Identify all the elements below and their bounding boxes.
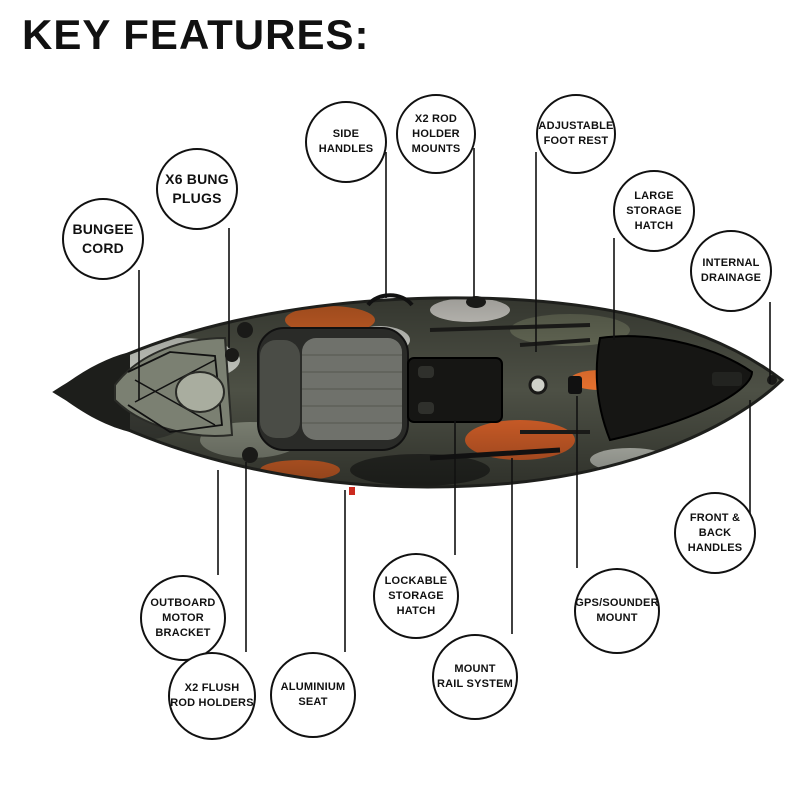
gps-sounder-mount	[568, 376, 582, 394]
page-title: KEY FEATURES:	[22, 11, 370, 58]
large-storage-hatch	[595, 335, 754, 442]
callout-label: INTERNAL DRAINAGE	[700, 257, 762, 284]
callout-label: ADJUSTABLE FOOT REST	[538, 120, 614, 147]
callout-label: GPS/SOUNDER MOUNT	[575, 597, 659, 624]
callout-front-back-handles: FRONT & BACK HANDLES	[674, 492, 756, 574]
lockable-storage-hatch	[407, 357, 503, 423]
callout-adjustable-foot-rest: ADJUSTABLE FOOT REST	[536, 94, 616, 174]
callout-label: FRONT & BACK HANDLES	[687, 511, 743, 554]
adjustable-foot-rest	[429, 323, 591, 434]
leader-lines	[138, 148, 771, 652]
callout-label: LOCKABLE STORAGE HATCH	[384, 574, 448, 617]
callout-side-handles: SIDE HANDLES	[305, 101, 387, 183]
callout-mount-rail-system: MOUNT RAIL SYSTEM	[432, 634, 518, 720]
rod-holder-mount	[466, 296, 486, 308]
outboard-motor-bracket	[349, 487, 355, 495]
callout-label: X6 BUNG PLUGS	[165, 171, 229, 206]
callout-label: ALUMINIUM SEAT	[280, 681, 346, 708]
callout-bungee-cord: BUNGEE CORD	[62, 198, 144, 280]
bow-tip	[55, 352, 130, 432]
callout-label: BUNGEE CORD	[72, 221, 134, 256]
callout-aluminium-seat: ALUMINIUM SEAT	[270, 652, 356, 738]
callout-large-storage-hatch: LARGE STORAGE HATCH	[613, 170, 695, 252]
callout-gps-sounder-mount: GPS/SOUNDER MOUNT	[574, 568, 660, 654]
callout-label: MOUNT RAIL SYSTEM	[437, 663, 513, 690]
side-handle	[366, 293, 414, 307]
callout-rod-holder-mounts: X2 ROD HOLDER MOUNTS	[396, 94, 476, 174]
callout-label: LARGE STORAGE HATCH	[626, 189, 682, 232]
callout-label: OUTBOARD MOTOR BRACKET	[150, 596, 216, 639]
callout-outboard-motor-bracket: OUTBOARD MOTOR BRACKET	[140, 575, 226, 661]
callout-label: X2 ROD HOLDER MOUNTS	[411, 112, 461, 155]
aluminium-seat	[257, 327, 409, 451]
mount-rail-system	[429, 447, 561, 461]
callout-flush-rod-holders: X2 FLUSH ROD HOLDERS	[168, 652, 256, 740]
callout-lockable-storage-hatch: LOCKABLE STORAGE HATCH	[373, 553, 459, 639]
callout-bung-plugs: X6 BUNG PLUGS	[156, 148, 238, 230]
callout-label: SIDE HANDLES	[318, 128, 374, 155]
bungee-cord-area	[114, 336, 234, 437]
callout-label: X2 FLUSH ROD HOLDERS	[170, 682, 254, 709]
callout-internal-drainage: INTERNAL DRAINAGE	[690, 230, 772, 312]
